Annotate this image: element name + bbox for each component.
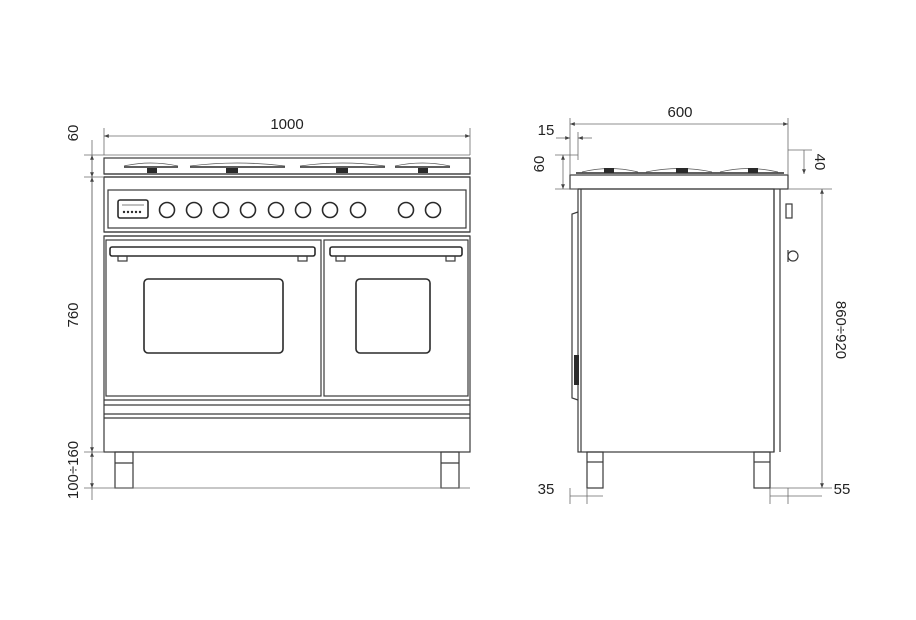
front-dimensions: [84, 128, 471, 500]
knob: [321, 201, 339, 219]
front-feet-height-label: 100÷160: [65, 441, 82, 499]
front-hob-grates: [103, 157, 471, 178]
knob-row: [158, 201, 442, 219]
left-door-handle: [109, 246, 316, 257]
front-body-height-label: 760: [65, 302, 82, 327]
knob: [267, 201, 285, 219]
front-feet: [114, 451, 460, 489]
knob: [212, 201, 230, 219]
knob: [424, 201, 442, 219]
knob: [294, 201, 312, 219]
side-body: [571, 188, 799, 453]
front-oven-body: [103, 235, 471, 453]
side-front-foot-label: 35: [538, 481, 555, 498]
side-dimensions: [555, 118, 832, 504]
front-top-height-label: 60: [65, 125, 82, 142]
knob: [349, 201, 367, 219]
front-view: [84, 128, 471, 500]
side-top-height-label: 60: [531, 156, 548, 173]
side-view: [555, 118, 832, 504]
right-door-handle: [329, 246, 463, 257]
side-hob: [569, 168, 789, 190]
side-depth-label: 600: [667, 104, 692, 121]
side-rear-foot-label: 55: [834, 481, 851, 498]
right-oven-window: [355, 278, 431, 354]
knob: [239, 201, 257, 219]
knob: [185, 201, 203, 219]
side-rear-offset-label: 40: [811, 154, 828, 171]
knob: [397, 201, 415, 219]
knob: [158, 201, 176, 219]
left-oven-door: [105, 239, 322, 397]
display-timer: [117, 199, 149, 219]
left-oven-window: [143, 278, 284, 354]
front-control-panel: [103, 176, 471, 237]
right-oven-door: [323, 239, 469, 397]
front-width-label: 1000: [270, 116, 303, 133]
side-top-offset-label: 15: [538, 122, 555, 139]
side-feet: [586, 451, 771, 489]
side-total-height-label: 860÷920: [832, 301, 849, 359]
